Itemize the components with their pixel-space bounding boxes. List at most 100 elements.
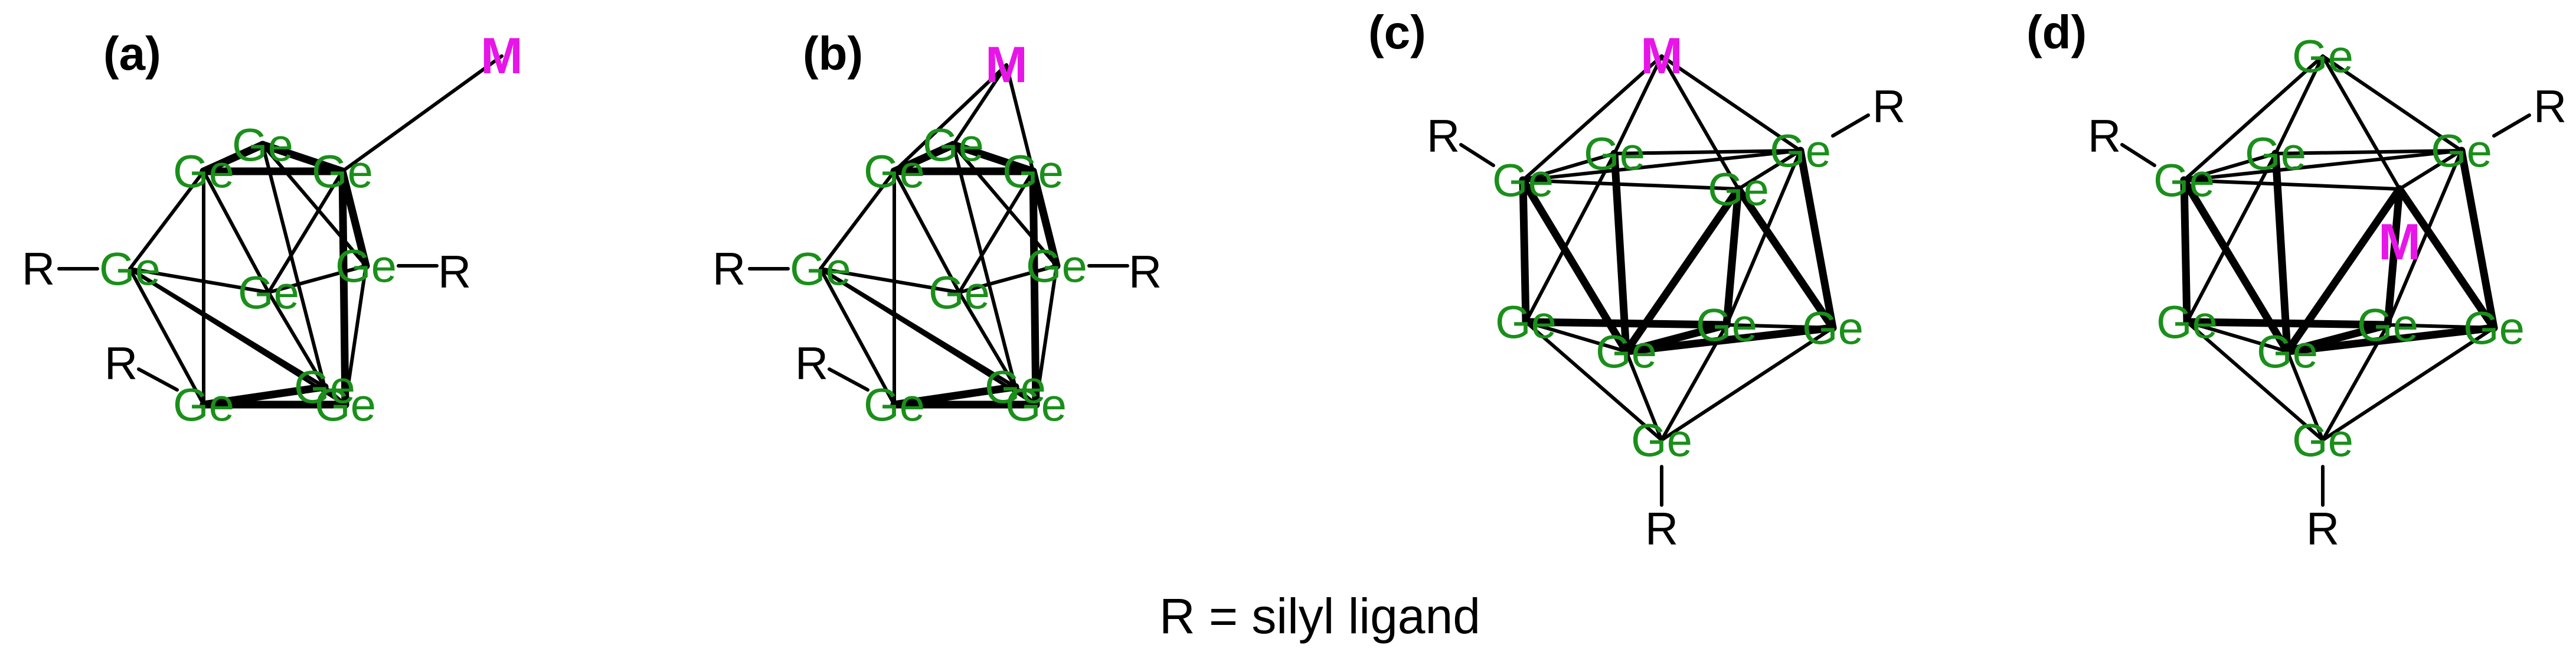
germanium-atom: Ge: [2357, 299, 2418, 351]
cluster-bond: [1722, 185, 1743, 329]
ge-ge-bond: [128, 267, 205, 406]
silyl-substituent: R: [712, 243, 746, 295]
cluster-bond: [2183, 318, 2392, 329]
ge-ge-bond: [200, 141, 267, 175]
ge-r-bond: [1459, 143, 1495, 167]
germanium-atom: Ge: [335, 240, 397, 292]
ge-r-bond: [2492, 113, 2531, 138]
ge-ge-bond: [890, 383, 1019, 409]
ge-ge-bond: [259, 141, 346, 175]
metal-ge-bond: [952, 63, 1008, 146]
germanium-atom: Ge: [2463, 302, 2525, 354]
cluster-bond: [1524, 320, 1663, 442]
germanium-atom: Ge: [864, 145, 925, 197]
ge-r-bond: [828, 367, 869, 392]
metal-atom: M: [480, 28, 523, 84]
cluster-bond: [2283, 324, 2498, 356]
metal-atom: M: [985, 37, 1028, 93]
cluster-bond: [1660, 323, 1728, 442]
ge-ge-bond: [1029, 167, 1040, 409]
cluster-bond: [2274, 54, 2325, 155]
cluster-bond: [2321, 54, 2401, 191]
bond-layer: [57, 54, 2531, 507]
ge-ge-bond: [338, 167, 349, 409]
cluster-bond: [1613, 149, 1802, 155]
germanium-atom: Ge: [1596, 325, 1657, 377]
panel-label-a: (a): [103, 27, 161, 80]
ge-ge-bond: [202, 170, 270, 294]
silyl-substituent: R: [2088, 110, 2121, 162]
cluster-bond: [2398, 149, 2463, 191]
germanium-atom: Ge: [1495, 296, 1557, 348]
germanium-atom: Ge: [2156, 296, 2218, 348]
cluster-bond: [1521, 152, 1616, 182]
cluster-bond: [2185, 152, 2277, 324]
silyl-substituent: R: [1129, 246, 1162, 298]
silyl-substituent: R: [22, 243, 55, 295]
germanium-atom: Ge: [864, 379, 925, 431]
cluster-bond: [2185, 320, 2289, 353]
germanium-atom: Ge: [173, 145, 234, 197]
ge-ge-bond: [893, 170, 961, 294]
metal-ge-bond: [341, 54, 504, 173]
cluster-bond: [2182, 178, 2401, 191]
ge-ge-bond: [819, 267, 961, 294]
germanium-atom: Ge: [790, 243, 851, 295]
cluster-bond: [1734, 185, 1837, 332]
ge-ge-bond: [949, 141, 1037, 175]
germanium-atom: Ge: [232, 119, 293, 171]
germanium-atom: Ge: [2292, 414, 2353, 466]
cluster-bond: [2457, 146, 2498, 332]
cluster-bond: [1622, 321, 1731, 356]
cluster-bond: [1725, 149, 1802, 327]
cluster-bond: [1521, 178, 1740, 191]
germanium-atom: Ge: [985, 361, 1046, 413]
cluster-bond: [2321, 323, 2389, 442]
cluster-bond: [1610, 149, 1630, 356]
cluster-bond: [1521, 149, 1802, 182]
germanium-atom: Ge: [294, 361, 355, 413]
germanium-atom: Ge: [315, 379, 376, 431]
cluster-bond: [1522, 318, 1731, 329]
cluster-bond: [2283, 321, 2392, 356]
cluster-bond: [1737, 149, 1802, 191]
cluster-bond: [1660, 54, 1802, 152]
germanium-atom: Ge: [1492, 154, 1554, 206]
ge-r-bond: [1831, 113, 1870, 138]
silyl-substituent: R: [795, 337, 828, 389]
germanium-atom: Ge: [173, 379, 234, 431]
panel-label-d: (d): [2026, 6, 2087, 58]
cluster-bond: [1613, 54, 1663, 155]
cluster-bond: [1622, 324, 1837, 356]
cluster-bond: [2321, 54, 2463, 152]
germanium-atom: Ge: [2257, 325, 2318, 377]
cluster-bond: [2384, 185, 2404, 329]
germanium-atom: Ge: [1002, 145, 1064, 197]
germanium-atom: Ge: [1696, 299, 1757, 351]
germanium-atom: Ge: [2431, 125, 2492, 177]
ge-ge-bond: [952, 143, 1058, 268]
ge-ge-bond: [128, 267, 347, 406]
silyl-substituent: R: [104, 337, 138, 389]
ge-ge-bond: [957, 291, 1017, 389]
cluster-bond: [2386, 149, 2463, 327]
cluster-bond: [1521, 54, 1663, 182]
germanium-atom: Ge: [2292, 30, 2353, 82]
cluster-bond: [2271, 149, 2291, 356]
panel-label-b: (b): [803, 27, 863, 80]
ge-ge-bond: [200, 383, 329, 409]
germanium-atom: Ge: [1631, 414, 1692, 466]
silyl-substituent: R: [2533, 80, 2567, 132]
ge-ge-bond: [819, 170, 896, 271]
cluster-bond: [2185, 320, 2325, 442]
germanium-atom: Ge: [1802, 302, 1864, 354]
ge-ge-bond: [819, 267, 1038, 406]
germanium-atom: Ge: [1708, 163, 1769, 215]
germanium-atom: Ge: [1770, 125, 1831, 177]
cluster-bond: [1519, 176, 1530, 326]
silyl-substituent: R: [1872, 80, 1905, 132]
cluster-bond: [1796, 146, 1837, 332]
ge-r-bond: [137, 367, 179, 392]
